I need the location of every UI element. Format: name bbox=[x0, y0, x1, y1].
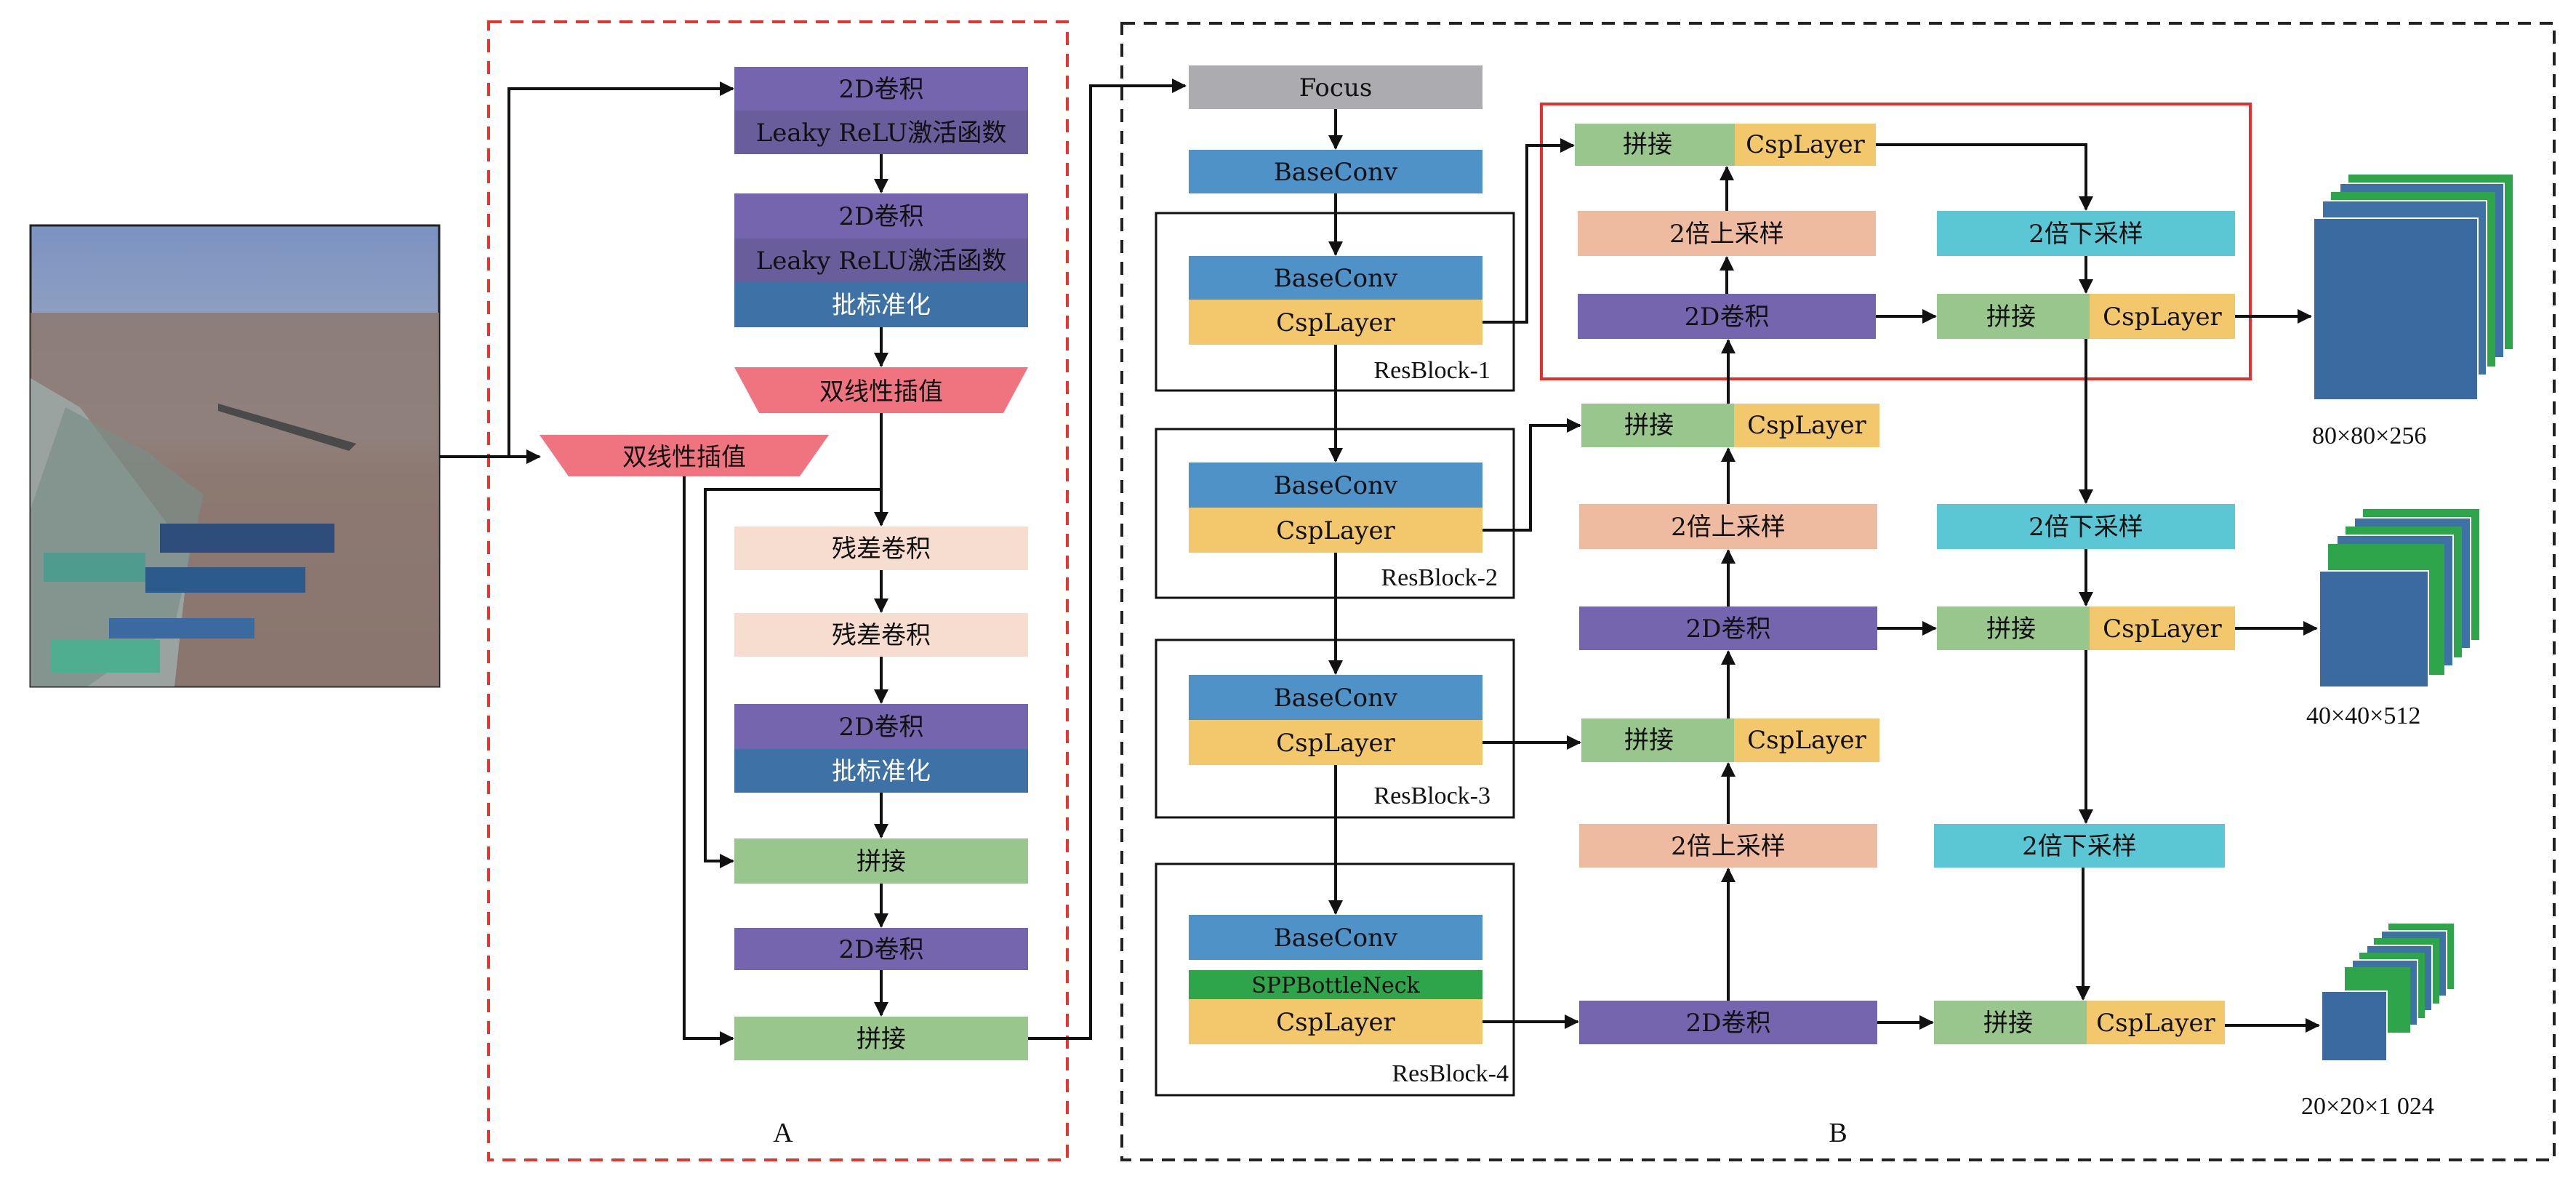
relu-label: Leaky ReLU激活函数 bbox=[756, 247, 1007, 276]
concat-label: 拼接 bbox=[856, 1025, 906, 1054]
neck-up-concat-csp-3: 拼接 CspLayer bbox=[1581, 718, 1879, 762]
resblock-4: BaseConv SPPBottleNeck CspLayer ResBlock… bbox=[1155, 862, 1515, 1097]
csp-label: CspLayer bbox=[1746, 130, 1865, 159]
neck-up-concat-csp-2: 拼接 CspLayer bbox=[1581, 404, 1879, 447]
upsample-label: 2倍上采样 bbox=[1669, 220, 1784, 249]
resblock-name: ResBlock-2 bbox=[1381, 564, 1498, 591]
region-b-connectors bbox=[1328, 109, 2320, 1033]
concat-label: 拼接 bbox=[1624, 411, 1674, 440]
conv-label: 2D卷积 bbox=[1686, 1009, 1771, 1038]
csp-label: CspLayer bbox=[1747, 726, 1866, 755]
csp-label: CspLayer bbox=[1276, 729, 1395, 758]
concat-label: 拼接 bbox=[1983, 1009, 2033, 1038]
neck-up-conv-3: 2D卷积 bbox=[1579, 1001, 1877, 1044]
residual-label: 残差卷积 bbox=[832, 535, 931, 564]
spp-label: SPPBottleNeck bbox=[1251, 973, 1420, 998]
backbone-focus: Focus bbox=[1189, 65, 1482, 109]
csp-label: CspLayer bbox=[2103, 303, 2222, 332]
neck-up-conv-1: 2D卷积 bbox=[1578, 294, 1876, 339]
resblock-name: ResBlock-3 bbox=[1373, 782, 1490, 809]
upsample-label: 2倍上采样 bbox=[1671, 513, 1786, 542]
conv-label: 2D卷积 bbox=[839, 75, 924, 104]
interp-label: 双线性插值 bbox=[819, 377, 943, 407]
upsample-label: 2倍上采样 bbox=[1671, 832, 1786, 861]
relu-label: Leaky ReLU激活函数 bbox=[756, 119, 1007, 148]
input-image bbox=[29, 224, 441, 688]
resblock-name: ResBlock-4 bbox=[1392, 1060, 1509, 1087]
region-a-connectors bbox=[439, 79, 1187, 1046]
csp-label: CspLayer bbox=[1276, 308, 1395, 337]
conv-label: 2D卷积 bbox=[839, 202, 924, 231]
csp-label: CspLayer bbox=[2103, 614, 2222, 644]
output-feature-map-1: 80×80×256 bbox=[2312, 175, 2513, 449]
region-a-conv-block-2: 2D卷积 Leaky ReLU激活函数 批标准化 bbox=[734, 193, 1028, 327]
region-a-concat-1: 拼接 bbox=[734, 838, 1028, 884]
conv-label: 2D卷积 bbox=[839, 935, 924, 964]
neck-down-concat-csp-1: 拼接 CspLayer bbox=[1937, 294, 2235, 339]
batchnorm-label: 批标准化 bbox=[832, 291, 931, 320]
highlight-box bbox=[1540, 103, 2252, 380]
conv-label: 2D卷积 bbox=[1686, 614, 1771, 644]
region-b-caption: B bbox=[1829, 1118, 1847, 1148]
concat-label: 拼接 bbox=[1986, 303, 2036, 332]
neck-down-concat-csp-2: 拼接 CspLayer bbox=[1937, 606, 2235, 650]
downsample-label: 2倍下采样 bbox=[2022, 832, 2137, 861]
region-a-border bbox=[487, 20, 1069, 1161]
neck-down-downsample-2: 2倍下采样 bbox=[1937, 504, 2235, 549]
region-a-conv-block-1: 2D卷积 Leaky ReLU激活函数 bbox=[734, 67, 1028, 154]
csp-label: CspLayer bbox=[1276, 516, 1395, 545]
region-a-caption: A bbox=[773, 1118, 793, 1148]
neck-up-upsample-3: 2倍上采样 bbox=[1579, 824, 1877, 868]
region-b-border bbox=[1120, 22, 2556, 1161]
conv-label: 2D卷积 bbox=[1685, 303, 1770, 332]
downsample-label: 2倍下采样 bbox=[2029, 513, 2143, 542]
output-shape-label: 40×40×512 bbox=[2306, 702, 2420, 729]
concat-label: 拼接 bbox=[1986, 614, 2036, 644]
interp-label: 双线性插值 bbox=[622, 443, 746, 472]
neck-down-downsample-1: 2倍下采样 bbox=[1937, 211, 2235, 256]
region-a-residual-2: 残差卷积 bbox=[734, 613, 1028, 657]
resblock-3: BaseConv CspLayer ResBlock-3 bbox=[1155, 638, 1515, 819]
neck-up-upsample-1: 2倍上采样 bbox=[1578, 211, 1876, 256]
baseconv-label: BaseConv bbox=[1274, 158, 1398, 187]
residual-label: 残差卷积 bbox=[832, 621, 931, 650]
concat-label: 拼接 bbox=[1624, 726, 1674, 755]
backbone-baseconv: BaseConv bbox=[1189, 150, 1482, 193]
region-a-conv-4: 2D卷积 bbox=[734, 928, 1028, 970]
downsample-label: 2倍下采样 bbox=[2029, 220, 2143, 249]
baseconv-label: BaseConv bbox=[1274, 264, 1398, 293]
neck-up-concat-csp-1: 拼接 CspLayer bbox=[1575, 124, 1876, 166]
conv-label: 2D卷积 bbox=[839, 713, 924, 742]
output-feature-map-2: 40×40×512 bbox=[2306, 509, 2479, 729]
neck-up-upsample-2: 2倍上采样 bbox=[1579, 504, 1877, 549]
batchnorm-label: 批标准化 bbox=[832, 757, 931, 786]
baseconv-label: BaseConv bbox=[1274, 684, 1398, 713]
csp-label: CspLayer bbox=[2096, 1009, 2215, 1038]
concat-label: 拼接 bbox=[1623, 130, 1672, 159]
baseconv-label: BaseConv bbox=[1274, 471, 1398, 500]
output-shape-label: 20×20×1 024 bbox=[2301, 1093, 2434, 1120]
concat-label: 拼接 bbox=[856, 847, 906, 876]
resblock-name: ResBlock-1 bbox=[1373, 357, 1490, 384]
neck-down-concat-csp-3: 拼接 CspLayer bbox=[1934, 1001, 2225, 1044]
csp-label: CspLayer bbox=[1276, 1008, 1395, 1037]
region-a-concat-2: 拼接 bbox=[734, 1017, 1028, 1060]
region-a-residual-1: 残差卷积 bbox=[734, 527, 1028, 570]
neck-up-conv-2: 2D卷积 bbox=[1579, 606, 1877, 650]
neck-down-downsample-3: 2倍下采样 bbox=[1934, 824, 2225, 868]
region-a-conv-block-3: 2D卷积 批标准化 bbox=[734, 704, 1028, 793]
region-a-interp-inner: 双线性插值 bbox=[734, 367, 1028, 413]
region-a-interp-outer: 双线性插值 bbox=[539, 435, 829, 476]
output-feature-map-3: 20×20×1 024 bbox=[2301, 924, 2454, 1120]
csp-label: CspLayer bbox=[1747, 411, 1866, 440]
focus-label: Focus bbox=[1299, 73, 1373, 103]
output-shape-label: 80×80×256 bbox=[2312, 423, 2426, 449]
resblock-1: BaseConv CspLayer ResBlock-1 bbox=[1155, 212, 1515, 392]
baseconv-label: BaseConv bbox=[1274, 924, 1398, 953]
